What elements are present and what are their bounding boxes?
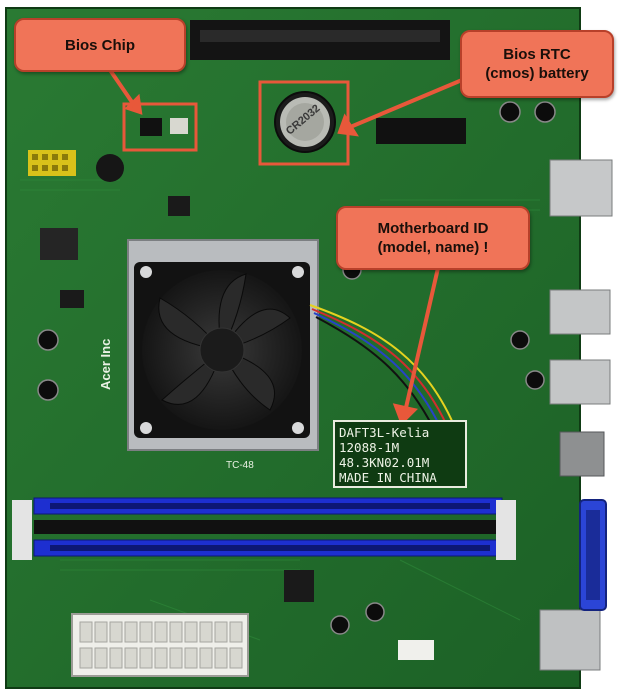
ps2-port [539, 609, 601, 671]
callout-bios-chip: Bios Chip [14, 18, 186, 72]
audio-port [559, 431, 605, 477]
cpu-silkscreen: TC-48 [226, 460, 254, 471]
bios-chip-highlight [122, 102, 198, 152]
mb-revision-line: 12088-1M [339, 440, 400, 455]
sata-connector [398, 640, 434, 660]
bios-chip [140, 118, 162, 136]
rj45-port [549, 159, 613, 217]
mini-pcie-slot [376, 118, 466, 144]
usb-header [28, 150, 76, 176]
callout-mb-id-line2: (model, name) ! [377, 239, 489, 256]
callout-bios-rtc: Bios RTC (cmos) battery [460, 30, 614, 98]
buzzer [96, 154, 124, 182]
motherboard-id-label: DAFT3L-Kelia 12088-1M 48.3KN02.01M MADE … [333, 420, 467, 488]
dimm-slot-2 [34, 520, 502, 534]
callout-bios-rtc-line1: Bios RTC [503, 46, 571, 63]
mb-origin-line: MADE IN CHINA [339, 470, 437, 485]
callout-mb-id-line1: Motherboard ID [377, 220, 489, 237]
chip-left-2 [60, 290, 84, 308]
usb-port-1 [549, 289, 611, 335]
callout-motherboard-id: Motherboard ID (model, name) ! [336, 206, 530, 270]
chip-bottom [284, 570, 314, 602]
usb-port-2 [549, 359, 611, 405]
callout-arrows [108, 68, 463, 426]
mb-model-line: DAFT3L-Kelia [339, 425, 430, 440]
chip-left-1 [40, 228, 78, 260]
callout-bios-rtc-line2: (cmos) battery [485, 65, 589, 82]
chip-mid [168, 196, 190, 216]
callout-bios-chip-text: Bios Chip [65, 36, 135, 54]
mb-part-number-line: 48.3KN02.01M [339, 455, 430, 470]
vendor-silkscreen: Acer Inc [98, 338, 113, 390]
